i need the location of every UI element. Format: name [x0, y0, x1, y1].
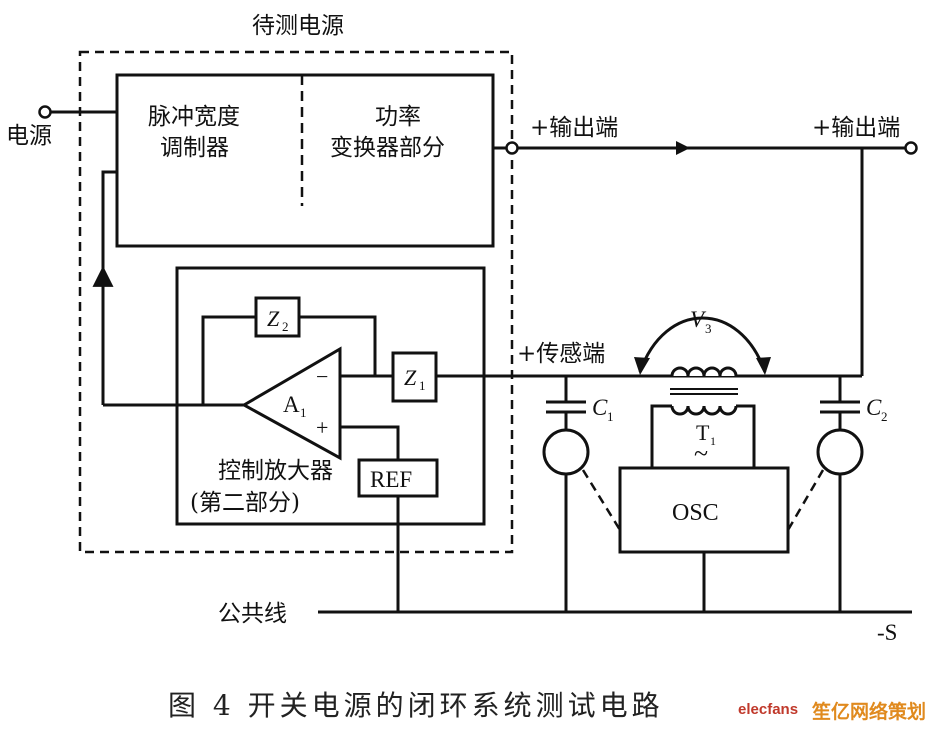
dut-label: 待测电源: [252, 13, 344, 39]
control-amp-line2: (第二部分): [190, 490, 300, 516]
c1-sub: 1: [607, 409, 614, 424]
control-amp-block: [175, 266, 486, 526]
pwm-label-line1: 脉冲宽度: [148, 104, 240, 130]
osc-box: [618, 466, 790, 554]
feedback-to-pwm-wire: [101, 170, 117, 280]
t1-primary-coil: [670, 366, 738, 377]
probe-2-circle: [816, 428, 864, 476]
amp-label: A: [283, 392, 300, 417]
sense-label: +传感端: [517, 341, 605, 367]
probe-2-dashed-link: [786, 469, 825, 531]
z1-sub: 1: [419, 378, 426, 393]
t1-sub: 1: [710, 434, 716, 448]
amp-sub: 1: [300, 405, 307, 420]
v3-arrow-left: [634, 357, 650, 375]
power-converter-line1: 功率: [375, 104, 421, 130]
watermark-right: 笙亿网络策划: [811, 700, 926, 723]
z2-box: [254, 296, 301, 338]
output-right-label: +输出端: [812, 115, 900, 141]
pwm-converter-block: [115, 73, 495, 248]
pwm-label-line2: 调制器: [160, 135, 229, 161]
output-terminal-left: [505, 141, 519, 155]
ref-label: REF: [370, 467, 412, 492]
osc-label: OSC: [672, 500, 719, 526]
t1-label: T: [696, 420, 710, 445]
plus-input-sign: +: [316, 415, 328, 440]
c1-label: C: [592, 395, 608, 420]
probe-1-dashed-link: [581, 469, 622, 531]
noninverting-input-wire: [340, 425, 400, 460]
dut-dashed-boundary: [78, 50, 514, 554]
ref-box: [357, 458, 439, 498]
v3-sub: 3: [705, 321, 712, 336]
v3-arrow-right: [756, 357, 771, 375]
output-left-label: +输出端: [530, 115, 618, 141]
op-amp-a1: [240, 346, 342, 461]
z2-sub: 2: [282, 319, 289, 334]
v3-arc: [638, 316, 767, 373]
t1-tilde: ~: [694, 439, 708, 468]
power-converter-line2: 变换器部分: [330, 135, 445, 161]
power-input-terminal: [38, 105, 52, 119]
t1-secondary-coil: [670, 405, 738, 416]
c2-sub: 2: [881, 409, 888, 424]
probe-1-circle: [542, 428, 590, 476]
v3-label: V: [690, 307, 707, 332]
output-arrow: [676, 141, 690, 155]
z2-left-wire: [201, 315, 256, 405]
z2-label: Z: [267, 306, 280, 331]
z2-right-wire: [299, 315, 377, 376]
power-source-label: 电源: [6, 123, 52, 149]
output-terminal-right: [904, 141, 918, 155]
c2-label: C: [866, 395, 882, 420]
z1-label: Z: [404, 365, 417, 390]
neg-s-label: -S: [877, 620, 897, 645]
control-amp-line1: 控制放大器: [218, 458, 333, 484]
figure-caption: 图 4 开关电源的闭环系统测试电路: [168, 689, 664, 722]
t1-secondary-wires: [650, 404, 756, 468]
common-line-label: 公共线: [218, 601, 287, 627]
watermark-left: elecfans: [738, 701, 798, 718]
minus-input-sign: −: [316, 364, 328, 389]
